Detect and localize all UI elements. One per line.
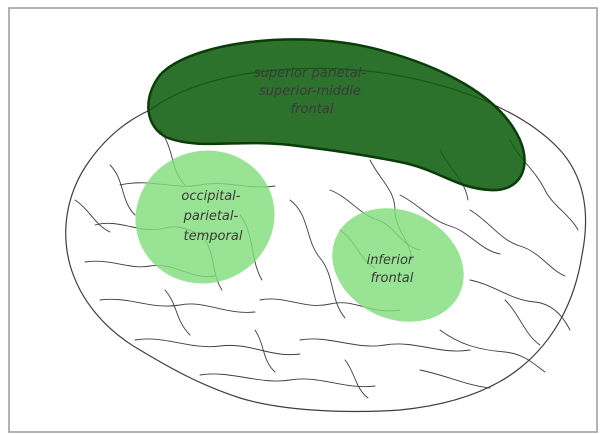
region-label-line: superior-middle <box>259 84 361 99</box>
region-label-line: superior parietal- <box>254 66 366 81</box>
region-label-line: parietal- <box>183 209 239 224</box>
region-label-line: frontal <box>371 271 414 286</box>
region-occipital-label: occipital- parietal- temporal <box>181 189 244 244</box>
region-label-line: inferior <box>367 253 415 268</box>
region-label-line: frontal <box>291 102 334 117</box>
region-label-line: occipital- <box>181 189 240 204</box>
region-label-line: temporal <box>184 229 243 244</box>
